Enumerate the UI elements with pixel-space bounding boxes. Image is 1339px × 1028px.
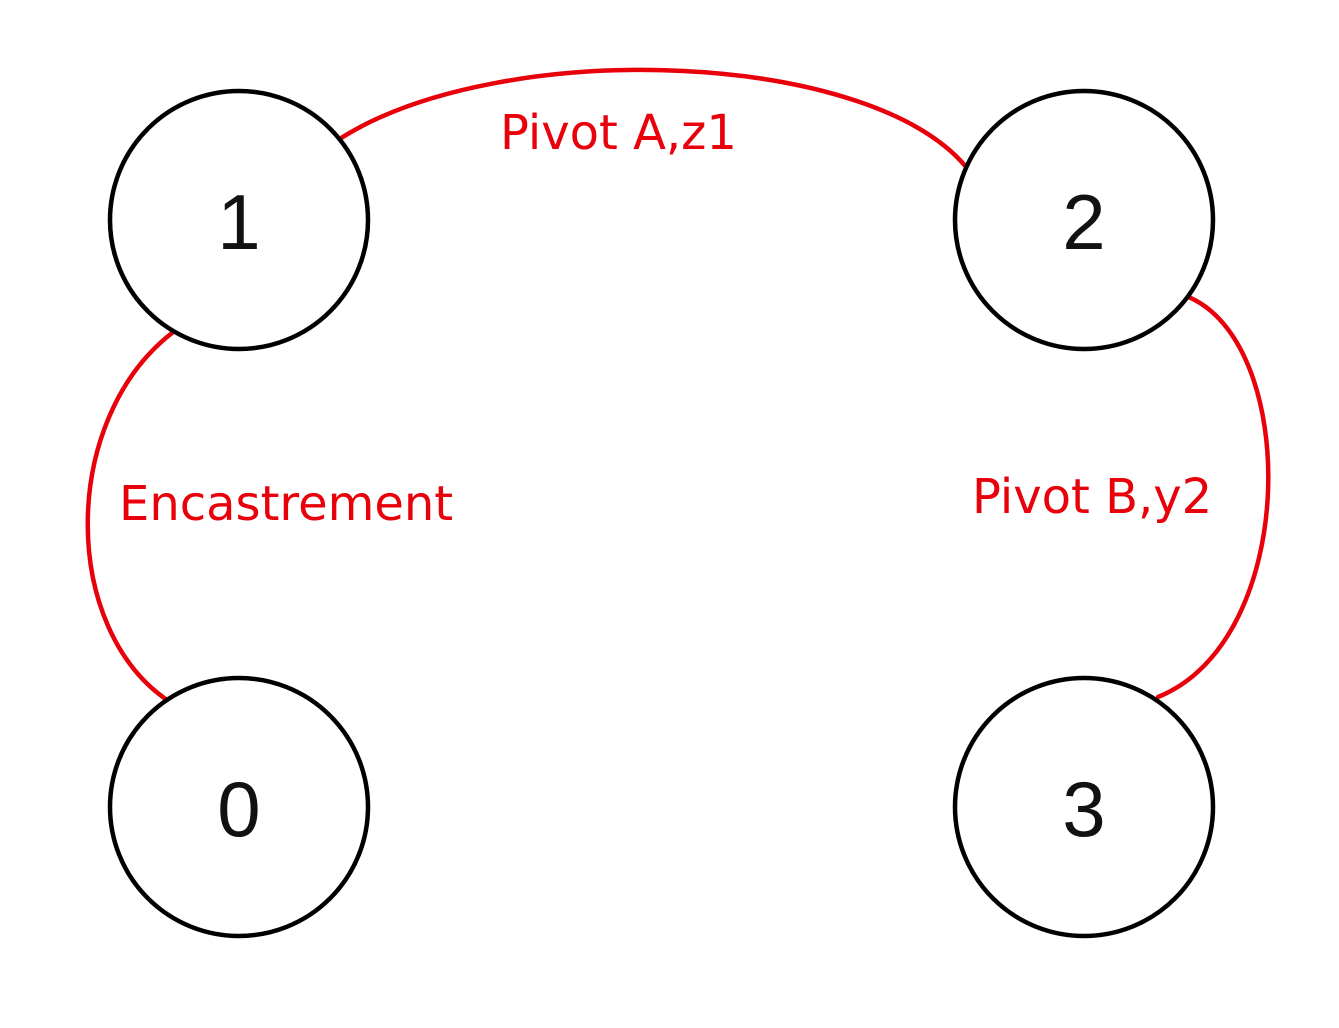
node-2-circle (952, 88, 1216, 352)
node-1-label: 1 (217, 178, 260, 266)
link-labels-layer: Pivot A,z1 Pivot B,y2 Encastrement (119, 105, 1212, 532)
node-0-circle (107, 675, 371, 939)
node-3-label: 3 (1062, 765, 1105, 853)
nodes-layer: 1 2 0 3 (107, 88, 1216, 939)
node-2[interactable]: 2 (952, 88, 1216, 352)
link-2-3-label: Pivot B,y2 (972, 469, 1212, 525)
link-1-0-label: Encastrement (119, 476, 453, 532)
links-layer (85, 67, 1271, 705)
link-1-2-label: Pivot A,z1 (500, 105, 737, 161)
node-3-circle (952, 675, 1216, 939)
link-1-0-curve (85, 330, 175, 705)
node-1[interactable]: 1 (107, 88, 371, 352)
link-2-3-curve (1155, 293, 1271, 700)
node-3[interactable]: 3 (952, 675, 1216, 939)
node-2-label: 2 (1062, 178, 1105, 266)
node-0[interactable]: 0 (107, 675, 371, 939)
node-1-circle (107, 88, 371, 352)
link-1-2-curve (335, 67, 973, 175)
node-0-label: 0 (217, 765, 260, 853)
